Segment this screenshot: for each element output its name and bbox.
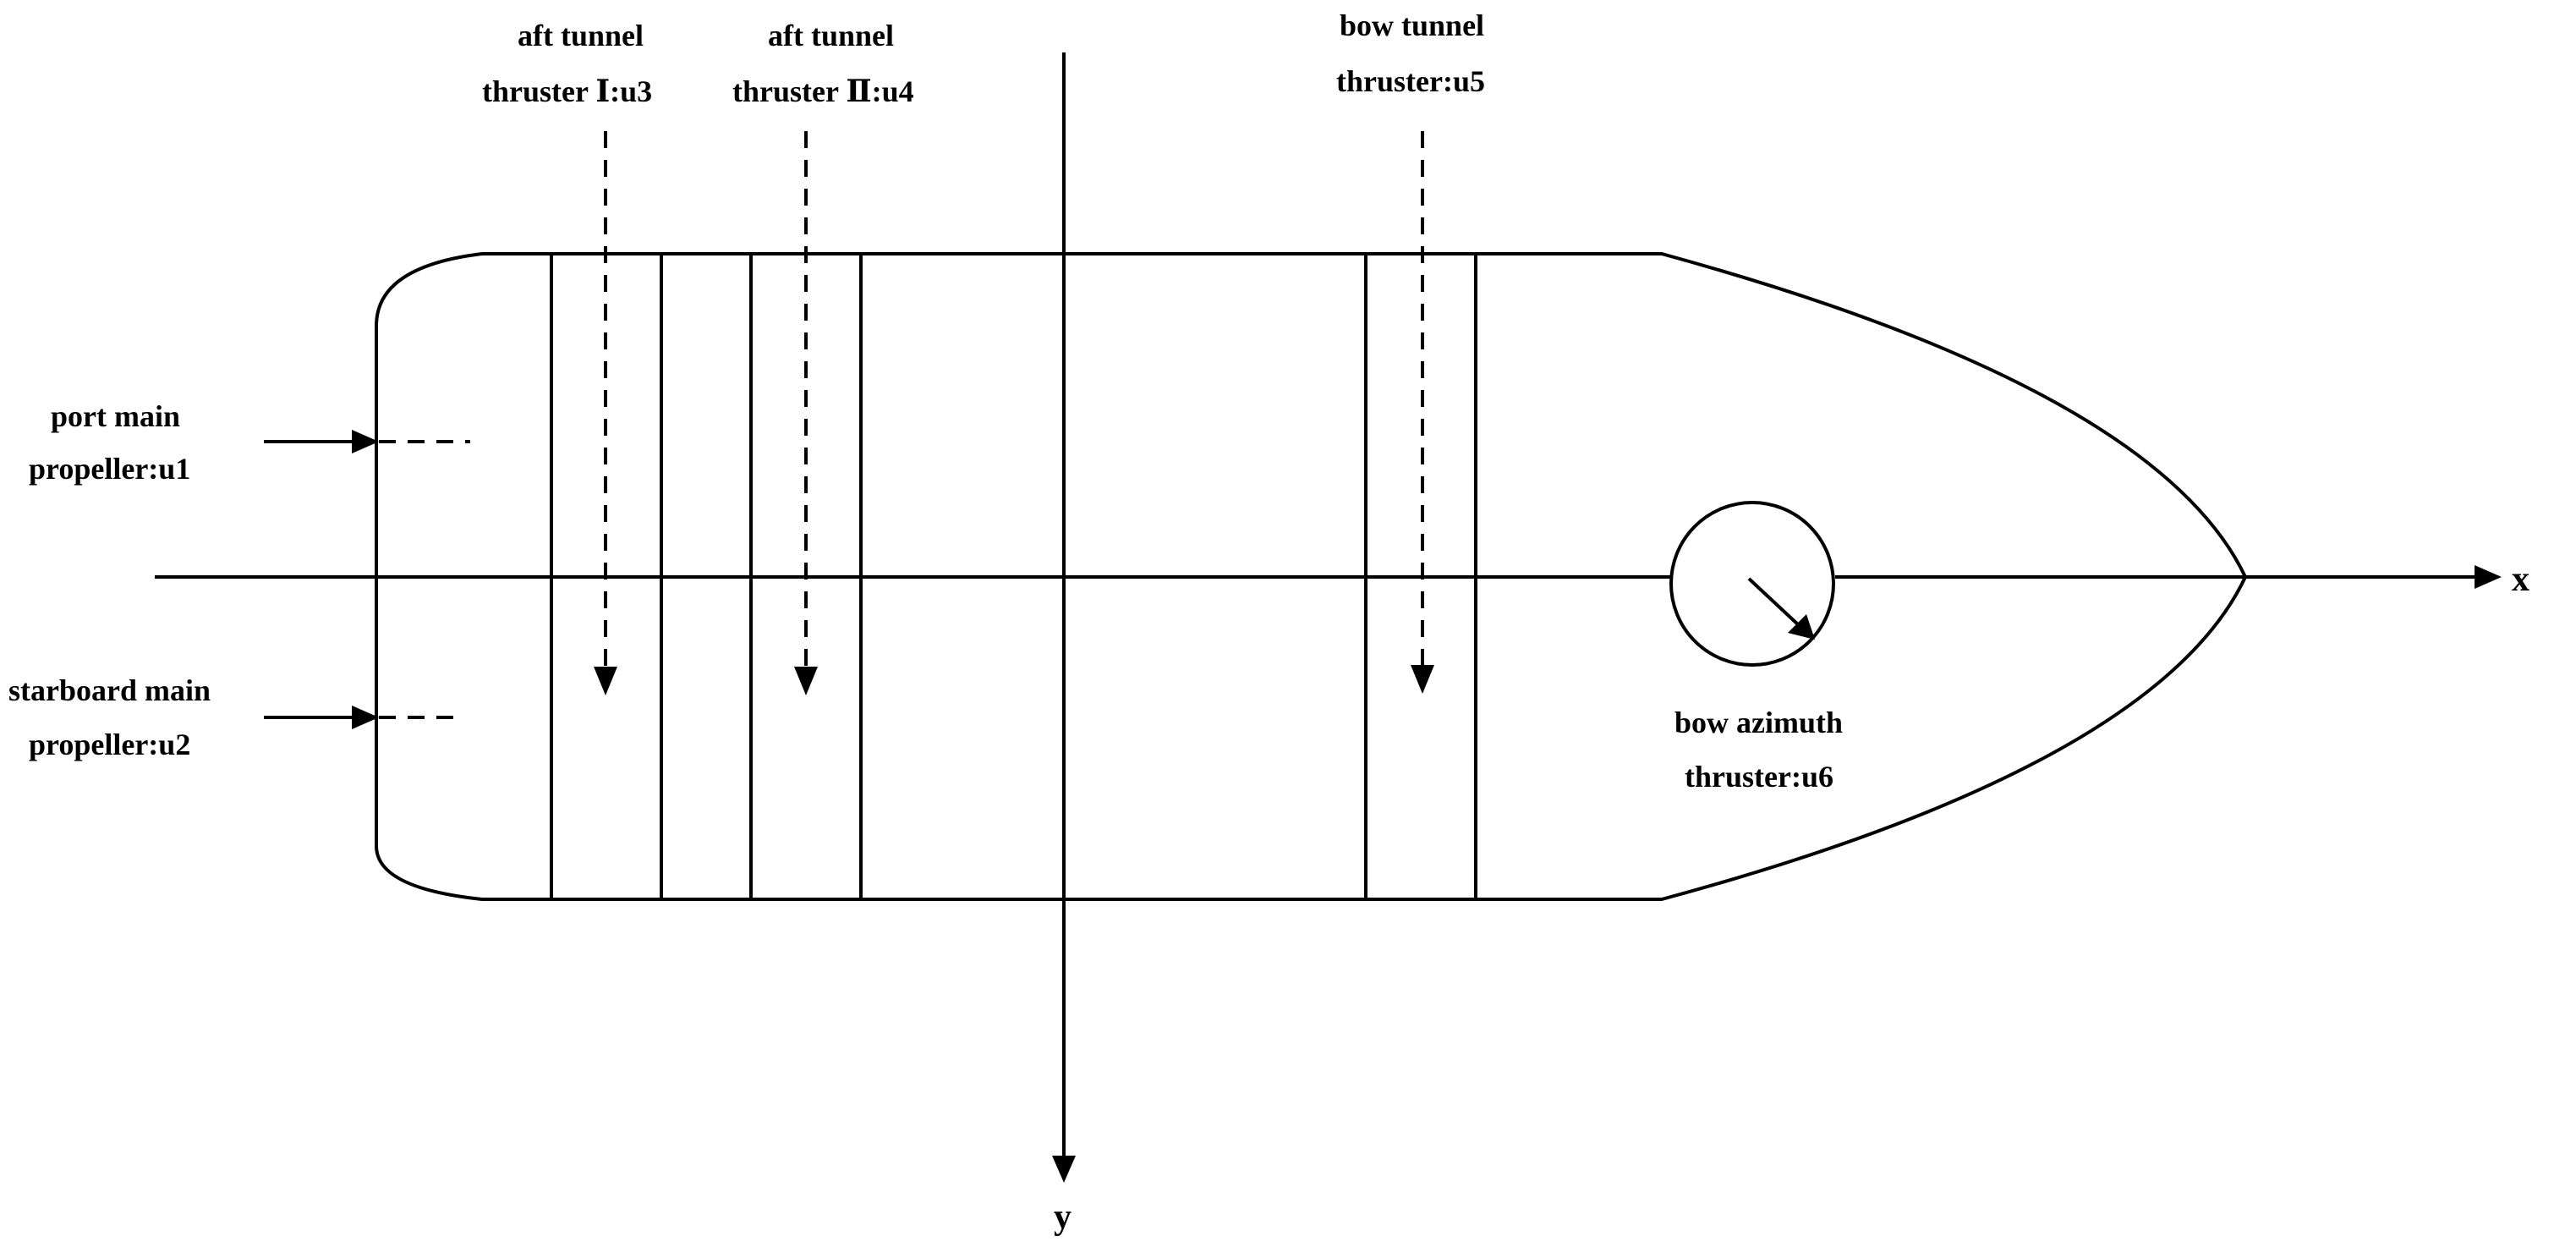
aft-tunnel-2-arrow-head: [794, 667, 818, 695]
starboard-main-arrow-head: [352, 706, 379, 729]
bow-tunnel-label-line2: thruster:u5: [1336, 64, 1485, 98]
bow-tunnel-label-line1: bow tunnel: [1340, 8, 1484, 42]
starboard-main-label-line1: starboard main: [8, 673, 211, 707]
port-main-label-line2: propeller:u1: [29, 452, 190, 486]
y-axis-arrowhead: [1052, 1156, 1076, 1183]
aft-tunnel-1-arrow-head: [594, 667, 617, 695]
aft-tunnel-2-label-line1: aft tunnel: [768, 19, 894, 52]
y-axis-label: y: [1054, 1198, 1072, 1237]
azimuth-arrow-head: [1788, 614, 1815, 640]
starboard-main-label-line2: propeller:u2: [29, 728, 190, 761]
port-main-arrow-head: [352, 430, 379, 453]
hull-outline: [375, 252, 2248, 901]
port-main-label-line1: port main: [51, 399, 180, 433]
x-axis-arrowhead: [2475, 565, 2502, 589]
azimuth-arrow-shaft: [1747, 577, 1801, 628]
bow-tunnel-arrow-head: [1411, 665, 1434, 694]
azimuth-thruster-circle: [1669, 501, 1835, 667]
bow-azimuth-label-line2: thruster:u6: [1685, 760, 1833, 794]
aft-tunnel-2-label-line2: thruster Ⅱ:u4: [732, 74, 914, 108]
aft-tunnel-1-label-line2: thruster Ⅰ:u3: [482, 74, 652, 108]
x-axis-label: x: [2512, 560, 2529, 599]
aft-tunnel-1-label-line1: aft tunnel: [518, 19, 644, 52]
bow-azimuth-label-line1: bow azimuth: [1674, 706, 1843, 739]
